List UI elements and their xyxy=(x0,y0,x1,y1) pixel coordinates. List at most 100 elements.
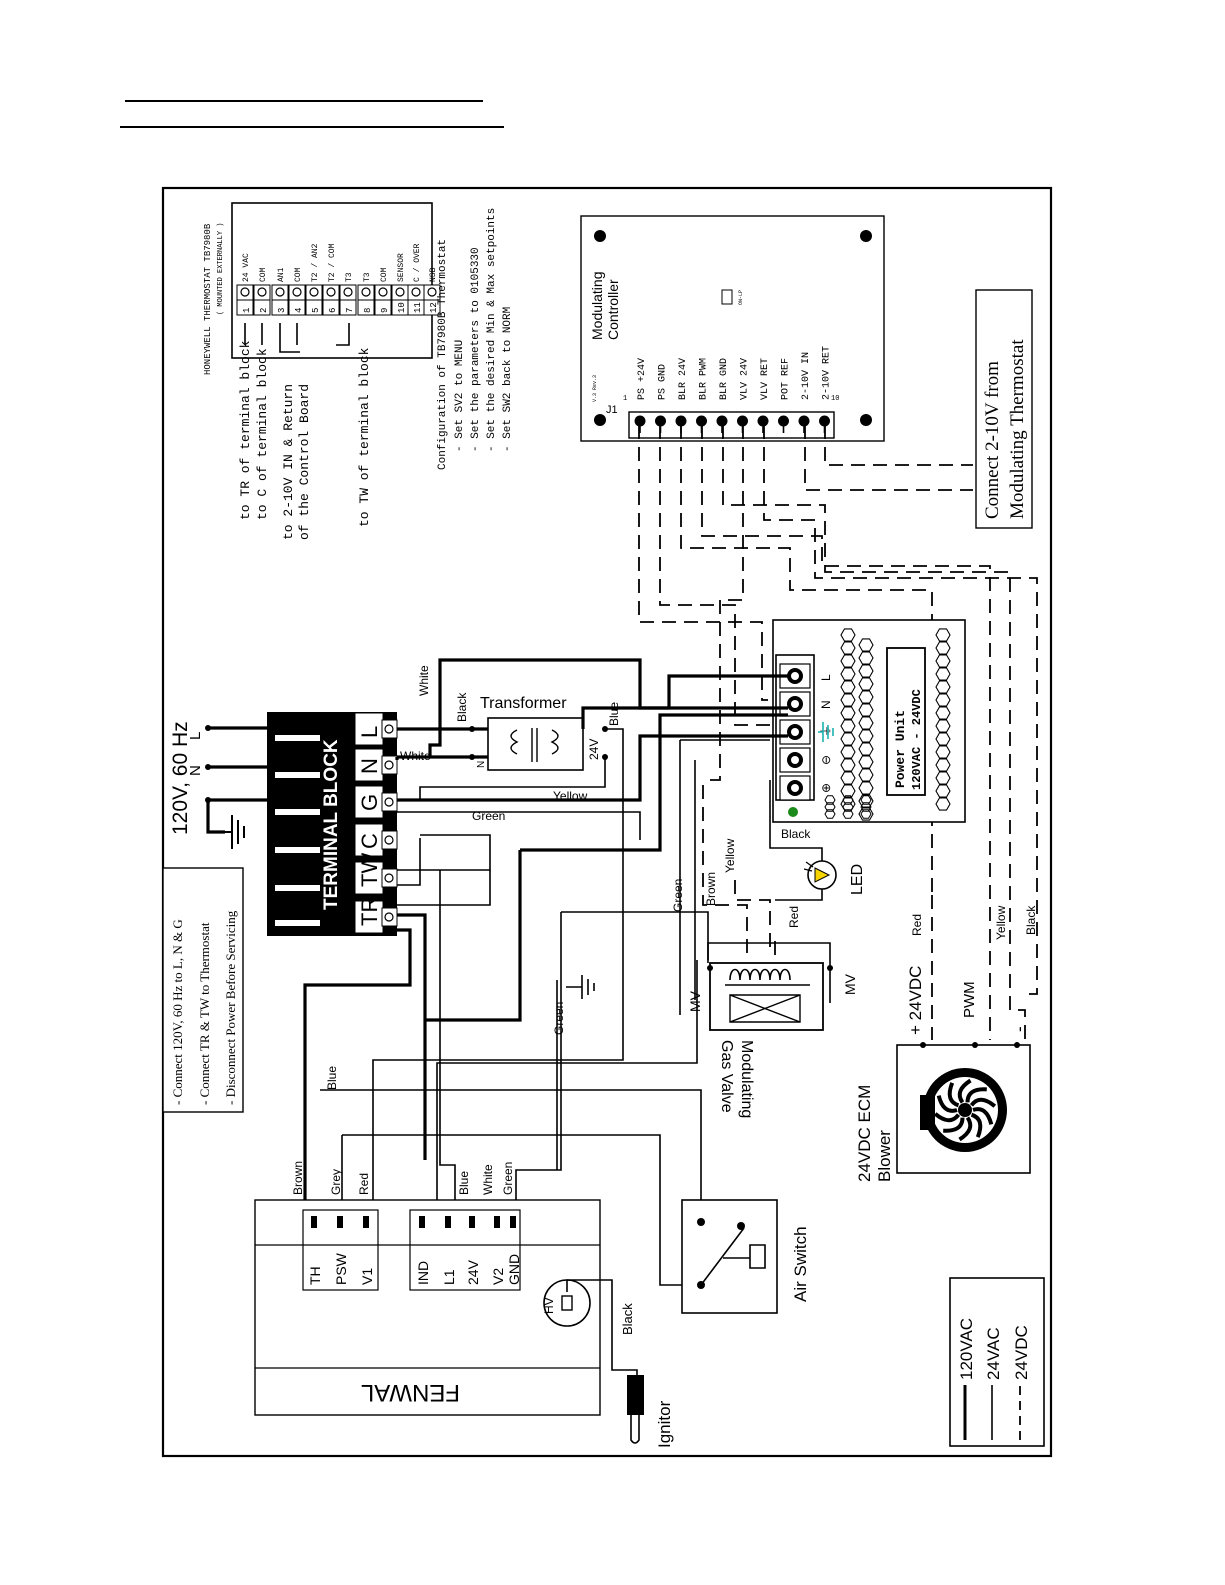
led: LED xyxy=(769,780,866,901)
thermostat-terminal-label: T3 xyxy=(363,272,372,282)
blower-label: 24VDC ECM xyxy=(855,1085,874,1182)
ignitor-icon xyxy=(627,1375,644,1415)
power-unit-rating: 120VAC - 24VDC xyxy=(910,689,924,790)
terminal-screw-icon xyxy=(309,287,319,297)
jumper-label: ON-LP xyxy=(738,290,744,305)
fenwal-pin-label: 24V xyxy=(465,1259,481,1285)
fenwal-wire-label: Red xyxy=(357,1173,371,1195)
terminal-screw-icon xyxy=(257,287,267,297)
power-unit-terminal-label: L xyxy=(819,674,833,681)
air-switch-box xyxy=(681,1199,778,1314)
supply-label: 120V, 60 Hz xyxy=(169,721,192,835)
config-title: Configuration of TB7980B Thermostat xyxy=(437,239,449,470)
fenwal-pin-icon xyxy=(311,1216,317,1228)
thermostat-note-tr: to TR of terminal block xyxy=(238,340,253,520)
mount-hole-icon xyxy=(594,230,606,242)
thermostat-note-c: to C of terminal block xyxy=(255,348,270,520)
air-switch: Air Switch xyxy=(681,1199,810,1314)
modulating-controller: Modulating Controller V.3 Rev.3 J1 1 10 … xyxy=(580,215,1033,529)
gas-valve-mv-right: MV xyxy=(842,973,858,995)
wire-label-black-led: Black xyxy=(781,827,811,841)
supply-l: L xyxy=(187,732,204,740)
terminal-block-title: TERMINAL BLOCK xyxy=(321,739,342,910)
terminal-number: 8 xyxy=(363,308,373,313)
blower-24v-label: + 24VDC xyxy=(906,966,925,1035)
screw-icon xyxy=(384,760,394,770)
power-unit-label: Power Unit xyxy=(893,710,908,788)
ecm-blower: + 24VDC PWM - 24VDC ECM Blower xyxy=(855,966,1031,1182)
power-unit-label-box xyxy=(886,647,926,796)
blower-label-2: Blower xyxy=(875,1130,894,1182)
power-unit-terminals: LN⏚⊖⊕ xyxy=(779,663,833,801)
controller-title-2: Controller xyxy=(605,279,621,340)
mount-hole-icon xyxy=(860,230,872,242)
fenwal-pin-label: L1 xyxy=(441,1269,457,1285)
terminal-number: 3 xyxy=(277,308,287,313)
wire-label-blue: Blue xyxy=(607,702,621,726)
controller-pin-label: PS +24V xyxy=(637,358,648,400)
pin-last: 10 xyxy=(831,395,839,403)
fenwal-pin-label: IND xyxy=(415,1261,431,1285)
transformer-24v: 24V xyxy=(587,739,601,760)
safety-note-1: - Connect 120V, 60 Hz to L, N & G xyxy=(170,919,185,1105)
terminal-block-terminal: C xyxy=(357,833,382,849)
supply: 120V, 60 Hz L N xyxy=(169,721,268,849)
legend-120vac: 120VAC xyxy=(957,1318,976,1380)
terminal-screw-icon xyxy=(275,287,285,297)
terminal-screw-icon xyxy=(292,287,302,297)
thermostat-note-board: of the Control Board xyxy=(297,384,312,540)
terminal-number: 5 xyxy=(311,308,321,313)
controller-pin-label: VLV 24V xyxy=(740,358,751,400)
diagram-frame xyxy=(161,186,1053,1458)
terminal-block-terminal: G xyxy=(357,794,382,811)
thermostat-terminal-label: 24 VAC xyxy=(242,253,251,282)
gas-valve-mv-left: MV xyxy=(687,990,703,1012)
terminal-block-fins xyxy=(275,735,320,926)
thermostat-terminal-label: T3 xyxy=(345,272,354,282)
thermostat-terminal-label: COM xyxy=(294,267,303,282)
power-unit: Power Unit 120VAC - 24VDC LN⏚⊖⊕ xyxy=(772,619,966,823)
legend: 120VAC 24VAC 24VDC xyxy=(949,1277,1045,1447)
wire-label-yellow: Yellow xyxy=(553,789,588,803)
gas-valve: MV MV Modulating Gas Valve xyxy=(687,962,858,1118)
legend-24vdc: 24VDC xyxy=(1012,1325,1031,1380)
fenwal-brand: FENWAL xyxy=(361,1379,460,1406)
fenwal-body xyxy=(254,1199,601,1416)
controller-board xyxy=(580,215,885,442)
config-step-3: - Set the desired Min & Max setpoints xyxy=(486,208,498,452)
controller-note-2: Modulating Thermostat xyxy=(1007,339,1028,519)
thermostat-subtitle: ( MOUNTED EXTERNALLY ) xyxy=(217,223,225,315)
fan-blades-icon xyxy=(933,1078,997,1142)
terminal-screw-icon xyxy=(240,287,250,297)
header-rule-top xyxy=(125,100,483,102)
ignitor-wire-label: Black xyxy=(620,1303,635,1335)
fenwal-pin-icon xyxy=(363,1216,369,1228)
pin-first: 1 xyxy=(623,395,627,403)
terminal-number: 2 xyxy=(259,308,269,313)
wire-label-green-ground: Green xyxy=(552,1002,566,1035)
gas-valve-label: Modulating xyxy=(738,1040,755,1118)
fenwal-wire-label: Green xyxy=(501,1162,515,1195)
thermostat-note-210v: to 2-10V IN & Return xyxy=(281,384,296,540)
transformer-label: Transformer xyxy=(480,695,567,712)
wire-label-red-led: Red xyxy=(787,906,801,928)
wire-label-black: Black xyxy=(455,692,469,722)
terminal-block-terminal: TR xyxy=(357,897,382,926)
wire-label-green: Green xyxy=(472,809,505,823)
screw-icon xyxy=(384,797,394,807)
wire-label-ecm-red: Red xyxy=(910,914,924,936)
fenwal-pin-label: GND xyxy=(506,1254,522,1285)
power-unit-terminal-label: ⊕ xyxy=(819,783,833,793)
terminal-screw-icon xyxy=(343,287,353,297)
wires-120vac xyxy=(303,658,788,1210)
legend-24vac: 24VAC xyxy=(984,1327,1003,1380)
power-unit-terminal-label: N xyxy=(819,700,833,709)
wire-labels: White Black Blue White Yellow Green Gree… xyxy=(325,665,1038,1090)
jumper-icon xyxy=(721,289,733,305)
air-switch-label: Air Switch xyxy=(791,1226,810,1302)
power-unit-terminal-label: ⏚ xyxy=(819,725,833,737)
wire-label-blue-fenwal: Blue xyxy=(325,1066,339,1090)
